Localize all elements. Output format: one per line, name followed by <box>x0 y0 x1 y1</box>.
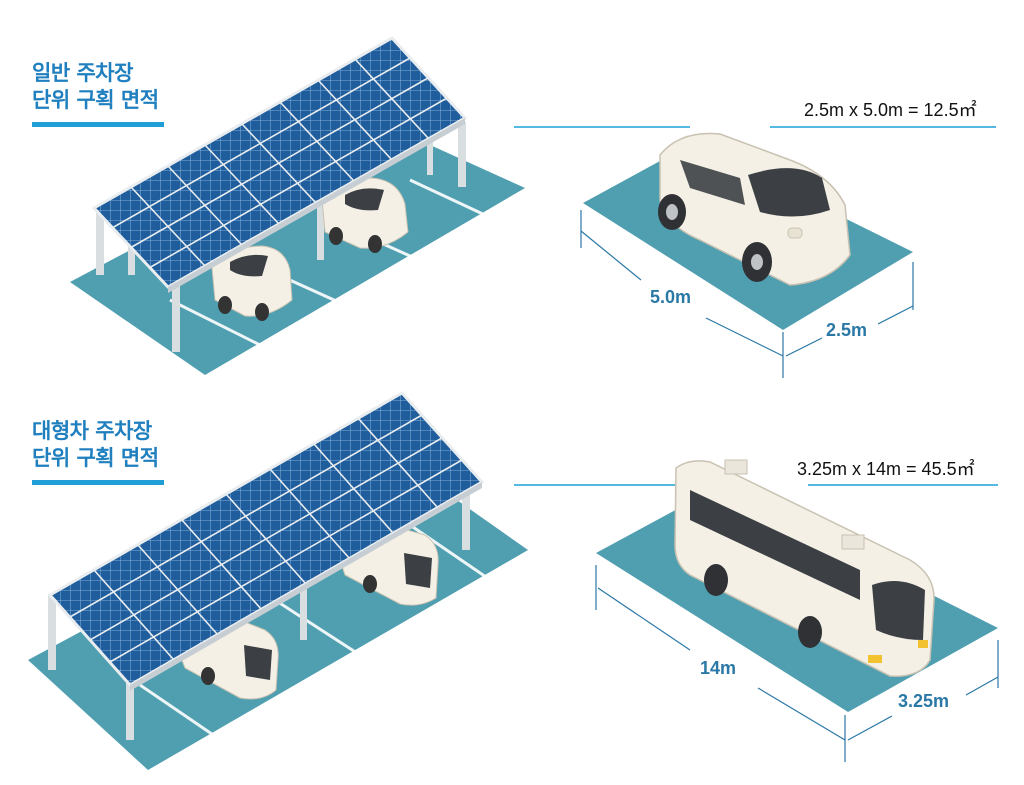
carport-1 <box>70 36 525 375</box>
section-1-dimension-lines <box>580 210 914 378</box>
section-1-formula: 2.5m x 5.0m = 12.5㎡ <box>804 100 977 120</box>
section-2-width-label: 3.25m <box>898 691 950 711</box>
section-1-car-large <box>658 132 851 286</box>
carport-1-car-back <box>321 177 409 253</box>
section-1-heading: 일반 주차장 단위 구획 면적 <box>32 60 164 127</box>
section-2-heading-line1: 대형차 주차장 <box>32 419 152 443</box>
section-1-heading-line1: 일반 주차장 <box>32 61 133 85</box>
carport-1-ground <box>70 120 525 375</box>
section-2-parking-pad <box>595 459 999 762</box>
carport-1-solar-roof <box>91 36 468 293</box>
carport-1-posts <box>96 122 466 352</box>
section-1-width-label: 2.5m <box>826 320 868 340</box>
carport-1-car-front <box>211 245 293 321</box>
section-2-length-label: 14m <box>700 658 737 678</box>
section-1-heading-underline <box>32 122 164 127</box>
section-1-parking-pad <box>580 132 914 378</box>
section-2-dimension-lines <box>595 565 999 762</box>
section-2-heading: 대형차 주차장 단위 구획 면적 <box>32 418 164 485</box>
carport-2-solar-roof <box>47 391 485 691</box>
carport-2-posts <box>48 490 470 740</box>
section-1-heading-line2: 단위 구획 면적 <box>32 88 159 112</box>
section-2-heading-line2: 단위 구획 면적 <box>32 446 159 470</box>
section-2-heading-underline <box>32 480 164 485</box>
carport-2 <box>28 391 528 770</box>
section-1-length-label: 5.0m <box>650 287 692 307</box>
section-2-bus-large <box>674 459 935 677</box>
section-2-formula: 3.25m x 14m = 45.5㎡ <box>797 459 975 479</box>
